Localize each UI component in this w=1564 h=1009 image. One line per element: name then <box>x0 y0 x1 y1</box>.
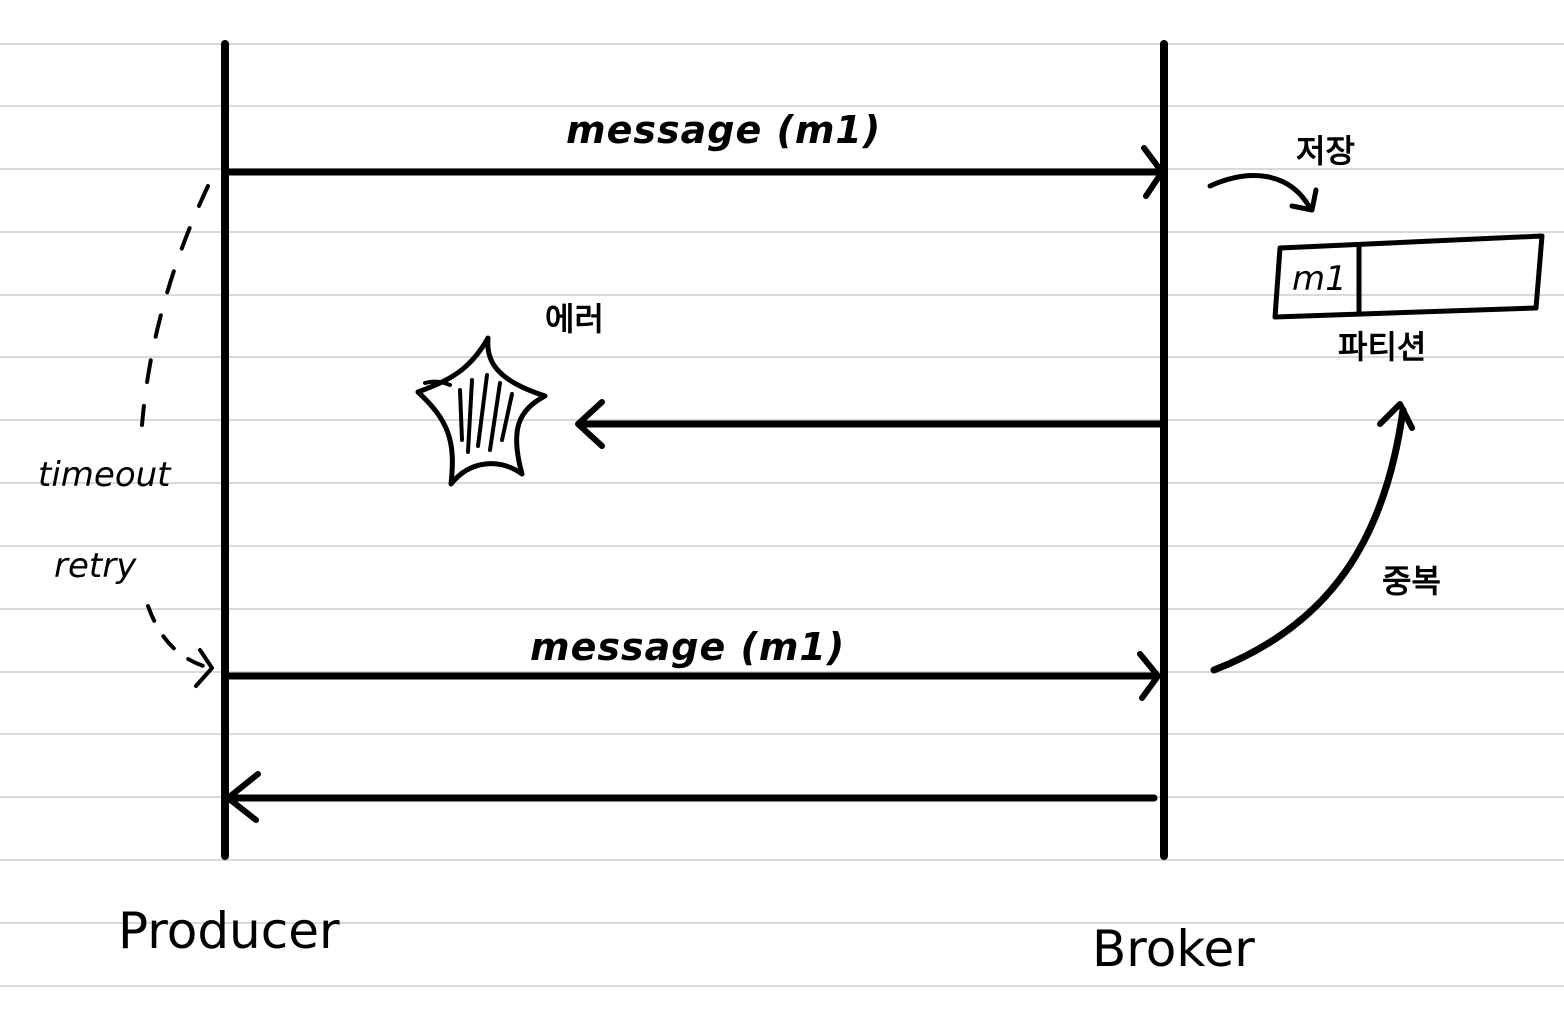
store-label: 저장 <box>1296 132 1355 170</box>
notebook-ruled-lines <box>0 43 1564 987</box>
timeout-label: timeout <box>38 455 172 495</box>
first-message-label: message (m1) <box>566 108 881 152</box>
partition-label: 파티션 <box>1338 328 1426 366</box>
retry-label: retry <box>54 546 137 586</box>
broker-actor-label: Broker <box>1092 920 1255 978</box>
ack-response-arrow <box>224 771 1158 823</box>
first-message-arrow <box>221 145 1165 199</box>
error-label: 에러 <box>545 300 604 338</box>
duplicate-arrow <box>1210 401 1415 674</box>
retry-dashed-arrow <box>146 604 214 688</box>
error-response-arrow <box>575 399 1164 449</box>
retry-message-label: message (m1) <box>530 625 845 669</box>
producer-actor-label: Producer <box>118 902 340 960</box>
retry-message-arrow <box>221 651 1161 701</box>
partition-slot-label: m1 <box>1292 259 1347 299</box>
starburst-icon <box>415 335 548 487</box>
partition-box <box>1272 233 1545 320</box>
duplicate-label: 중복 <box>1382 562 1441 600</box>
timeout-dashed-curve <box>140 184 210 427</box>
store-arrow <box>1207 173 1319 213</box>
